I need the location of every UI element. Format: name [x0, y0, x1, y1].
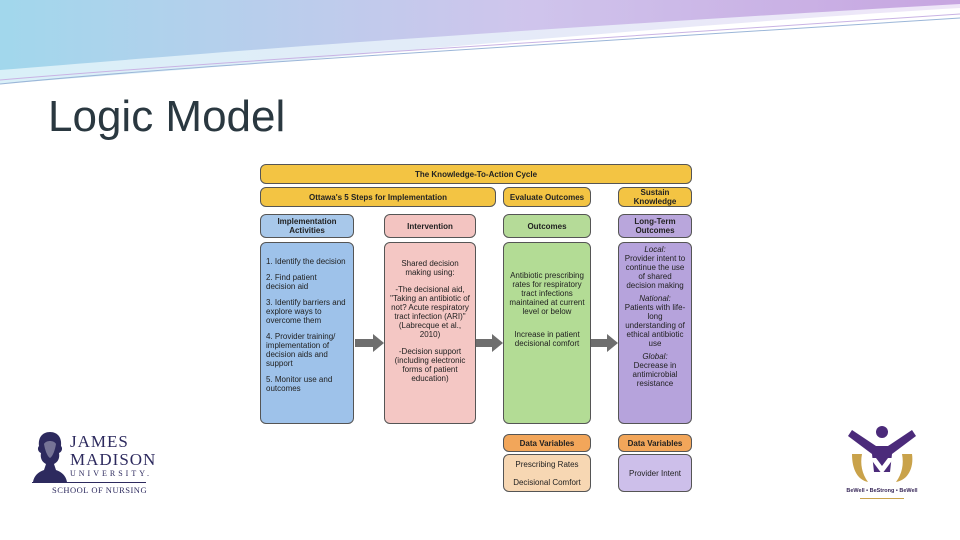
data-variable: Prescribing Rates: [515, 459, 579, 469]
jmu-name-line1: JAMES: [70, 432, 129, 451]
activity-item: 3. Identify barriers and explore ways to…: [266, 298, 346, 325]
global-text: Decrease in antimicrobial resistance: [632, 361, 678, 388]
logic-model-diagram: The Knowledge-To-Action Cycle Ottawa's 5…: [258, 162, 694, 494]
outcomes-data-variables: Prescribing Rates Decisional Comfort: [503, 454, 591, 492]
header-swoosh: [0, 0, 960, 85]
local-label: Local:: [644, 245, 666, 254]
arrow-right-icon: [476, 334, 503, 352]
data-variables-header: Data Variables: [503, 434, 591, 452]
intervention-header: Intervention: [384, 214, 476, 238]
longterm-box: Local: Provider intent to continue the u…: [618, 242, 692, 424]
intervention-item: Shared decision making using:: [401, 259, 459, 277]
activity-item: 1. Identify the decision: [266, 257, 346, 266]
evaluate-outcomes-bar: Evaluate Outcomes: [503, 187, 591, 207]
global-label: Global:: [642, 352, 668, 361]
uyc-underline: [860, 498, 904, 499]
data-variable: Provider Intent: [628, 468, 682, 478]
arrow-right-icon: [591, 334, 618, 352]
national-text: Patients with life-long understanding of…: [624, 303, 686, 348]
uyc-logo: BeWell • BeStrong • BeWell: [846, 424, 918, 506]
slide-title: Logic Model: [48, 92, 286, 141]
longterm-header: Long-Term Outcomes: [618, 214, 692, 238]
jmu-name-line2: MADISON: [70, 450, 157, 469]
intervention-item: -The decisional aid, "Taking an antibiot…: [390, 285, 470, 339]
uyc-caption: BeWell • BeStrong • BeWell: [846, 488, 918, 494]
activities-box: 1. Identify the decision 2. Find patient…: [260, 242, 354, 424]
implementation-header: Implementation Activities: [260, 214, 354, 238]
jmu-school-name: SCHOOL OF NURSING: [52, 485, 148, 495]
outcomes-box: Antibiotic prescribing rates for respira…: [503, 242, 591, 424]
jmu-divider: [32, 482, 146, 483]
intervention-item: -Decision support (including electronic …: [394, 347, 466, 383]
longterm-data-variables: Provider Intent: [618, 454, 692, 492]
outcome-item: Increase in patient decisional comfort: [514, 330, 580, 348]
outcome-item: Antibiotic prescribing rates for respira…: [509, 271, 585, 316]
outcomes-header: Outcomes: [503, 214, 591, 238]
steps-title-bar: Ottawa's 5 Steps for Implementation: [260, 187, 496, 207]
data-variable: Decisional Comfort: [513, 477, 581, 487]
intervention-box: Shared decision making using: -The decis…: [384, 242, 476, 424]
arrow-right-icon: [355, 334, 384, 352]
activity-item: 5. Monitor use and outcomes: [266, 375, 333, 393]
jmu-name-line3: UNIVERSITY.: [70, 469, 152, 478]
uyc-figure-icon: [848, 426, 916, 482]
cycle-title-bar: The Knowledge-To-Action Cycle: [260, 164, 692, 184]
activity-item: 4. Provider training/ implementation of …: [266, 332, 336, 368]
data-variables-header: Data Variables: [618, 434, 692, 452]
jmu-logo: JAMES MADISON UNIVERSITY. SCHOOL OF NURS…: [30, 426, 155, 500]
activity-item: 2. Find patient decision aid: [266, 273, 317, 291]
sustain-knowledge-bar: Sustain Knowledge: [618, 187, 692, 207]
local-text: Provider intent to continue the use of s…: [624, 254, 686, 290]
madison-portrait-icon: [33, 432, 67, 482]
national-label: National:: [639, 294, 671, 303]
